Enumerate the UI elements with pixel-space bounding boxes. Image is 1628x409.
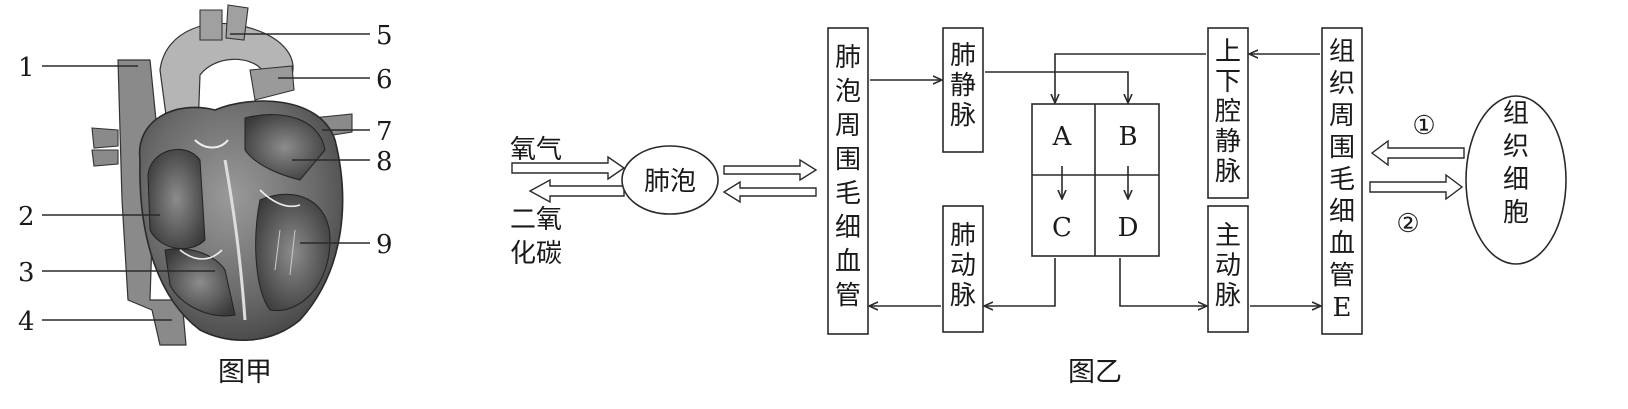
oxygen-label: 氧气	[510, 135, 562, 165]
label-2: 2	[18, 202, 35, 232]
pulmonary-artery-box	[942, 205, 984, 333]
label-7: 7	[376, 117, 393, 147]
caption-figure-a: 图甲	[218, 357, 272, 388]
pulmonary-vein-label: 肺静脉	[950, 41, 976, 131]
label-4: 4	[18, 307, 35, 337]
arrow-1	[1370, 139, 1465, 167]
aorta-box	[1207, 205, 1249, 333]
label-9: 9	[376, 230, 393, 260]
label-8: 8	[376, 147, 393, 177]
alveoli-label: 肺泡	[644, 167, 696, 197]
co2-arrow	[528, 178, 625, 204]
flow-connectors	[870, 54, 1320, 306]
alveolar-capillaries-label: 肺泡周围毛细血管	[835, 43, 861, 311]
leader-lines	[42, 33, 370, 321]
d-to-aorta-arrow	[1119, 258, 1206, 306]
chamber-d: D	[1118, 213, 1139, 243]
marker-1: ①	[1412, 111, 1435, 141]
tissue-cells-node	[1465, 95, 1567, 265]
capillary-to-alveoli-arrow	[722, 180, 817, 204]
alveoli-node	[621, 145, 719, 215]
co2-label-line1: 二氧	[510, 205, 562, 235]
label-3: 3	[18, 258, 35, 288]
chamber-c: C	[1052, 213, 1072, 243]
marker-2: ②	[1396, 209, 1419, 239]
caption-figure-b: 图乙	[1068, 357, 1122, 388]
alveolar-capillaries-box	[827, 27, 869, 335]
oxygen-arrow	[511, 155, 626, 181]
vena-cava-label: 上下腔静脉	[1215, 37, 1241, 187]
pulmonary-artery-label: 肺动脉	[950, 221, 976, 311]
co2-label-line2: 化碳	[510, 239, 562, 269]
heart-illustration	[91, 4, 353, 346]
vena-cava-to-a-arrow	[1055, 53, 1206, 102]
label-5: 5	[376, 21, 393, 51]
arrow-2	[1369, 173, 1464, 201]
pulmonary-vein-box	[942, 27, 984, 153]
tissue-capillaries-box	[1321, 27, 1363, 335]
pulmonary-vein-to-b-arrow	[985, 71, 1128, 102]
chamber-a: A	[1052, 122, 1073, 152]
aorta-label: 主动脉	[1215, 221, 1241, 311]
label-6: 6	[376, 65, 393, 95]
label-1: 1	[18, 53, 35, 83]
alveoli-to-capillary-arrow	[723, 158, 818, 182]
heart-chambers-box	[1031, 103, 1160, 257]
chamber-b: B	[1118, 122, 1137, 152]
tissue-cells-label: 组织细胞	[1503, 99, 1529, 228]
c-to-pulmonary-artery-arrow	[985, 258, 1056, 306]
vena-cava-box	[1207, 27, 1249, 199]
